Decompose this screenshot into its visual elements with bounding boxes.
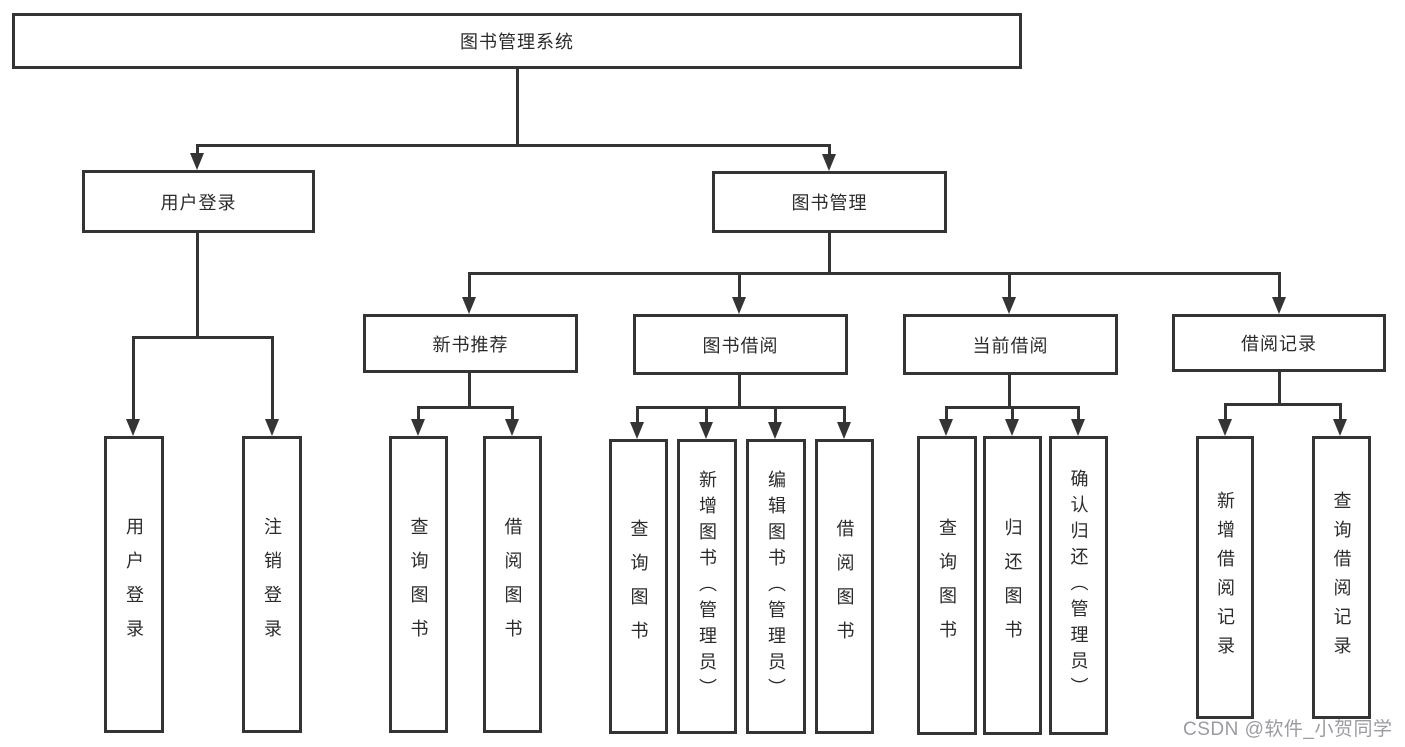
node-label: 用户登录: [124, 516, 144, 653]
node-label: 新增借阅记录: [1215, 490, 1235, 665]
connector-line: [468, 373, 471, 406]
connector-line: [1278, 372, 1281, 403]
node-label: 图书管理: [791, 193, 868, 213]
connector-line: [196, 144, 199, 154]
node-new-book-recommendation: 新书推荐: [363, 314, 578, 373]
connector-line: [1278, 272, 1281, 298]
node-book-borrowing: 图书借阅: [633, 314, 848, 375]
connector-line: [945, 406, 948, 420]
arrow-down-icon: [265, 419, 279, 436]
arrow-down-icon: [837, 422, 851, 439]
connector-line: [1224, 403, 1227, 420]
leaf-query-books-3: 查询图书: [917, 436, 977, 735]
leaf-add-borrow-record: 新增借阅记录: [1196, 436, 1254, 719]
connector-line: [738, 272, 741, 298]
connector-line: [828, 144, 831, 155]
arrow-down-icon: [939, 419, 953, 436]
arrow-down-icon: [1071, 419, 1085, 436]
arrow-down-icon: [1002, 297, 1016, 314]
node-label: 图书借阅: [702, 335, 779, 356]
node-label: 用户登录: [160, 192, 237, 213]
connector-line: [417, 406, 514, 409]
arrow-down-icon: [1333, 419, 1347, 436]
connector-line: [774, 406, 777, 423]
node-label: 编辑图书（管理员）: [766, 469, 786, 704]
leaf-query-books-2: 查询图书: [609, 439, 668, 734]
connector-line: [271, 336, 274, 420]
leaf-query-borrow-record: 查询借阅记录: [1312, 436, 1371, 719]
connector-line: [511, 406, 514, 420]
connector-line: [196, 233, 199, 336]
node-label: 借阅记录: [1241, 334, 1317, 354]
connector-line: [843, 406, 846, 423]
connector-line: [738, 375, 741, 406]
connector-line: [828, 233, 831, 272]
connector-line: [132, 336, 274, 339]
node-book-management: 图书管理: [712, 171, 947, 233]
arrow-down-icon: [732, 297, 746, 314]
arrow-down-icon: [1218, 419, 1232, 436]
node-label: 确认归还（管理员）: [1068, 468, 1089, 703]
leaf-edit-books-admin: 编辑图书（管理员）: [746, 439, 806, 734]
connector-line: [705, 406, 708, 423]
node-label: 借阅图书: [502, 516, 523, 653]
node-label: 新增图书（管理员）: [697, 469, 717, 704]
connector-line: [1008, 375, 1011, 406]
connector-line: [1077, 406, 1080, 420]
node-user-login: 用户登录: [82, 170, 315, 233]
node-label: 查询图书: [408, 516, 429, 653]
node-library-management-system: 图书管理系统: [12, 13, 1022, 69]
node-label: 归还图书: [1002, 517, 1023, 654]
node-label: 图书管理系统: [460, 32, 574, 52]
node-label: 当前借阅: [972, 335, 1049, 356]
arrow-down-icon: [411, 419, 425, 436]
node-label: 新书推荐: [432, 334, 509, 355]
arrow-down-icon: [1005, 419, 1019, 436]
arrow-down-icon: [462, 297, 476, 314]
connector-line: [132, 336, 135, 420]
watermark-text: CSDN @软件_小贺同学: [1183, 719, 1393, 740]
connector-line: [516, 69, 519, 145]
connector-line: [1224, 403, 1342, 406]
arrow-down-icon: [630, 422, 644, 439]
arrow-down-icon: [699, 422, 713, 439]
arrow-down-icon: [768, 422, 782, 439]
arrow-down-icon: [190, 153, 204, 170]
arrow-down-icon: [1272, 297, 1286, 314]
leaf-logout: 注销登录: [242, 436, 302, 733]
connector-line: [636, 406, 639, 423]
arrow-down-icon: [505, 419, 519, 436]
connector-line: [417, 406, 420, 420]
node-label: 查询图书: [628, 518, 649, 655]
connector-line: [468, 272, 1281, 275]
connector-line: [636, 406, 846, 409]
leaf-confirm-return-admin: 确认归还（管理员）: [1049, 436, 1108, 735]
leaf-return-books: 归还图书: [983, 436, 1042, 735]
node-label: 借阅图书: [834, 518, 855, 655]
connector-line: [1008, 272, 1011, 298]
connector-line: [1011, 406, 1014, 420]
leaf-borrow-books-1: 借阅图书: [483, 436, 542, 733]
leaf-user-login: 用户登录: [104, 436, 164, 733]
node-label: 注销登录: [262, 516, 282, 653]
node-borrowing-records: 借阅记录: [1172, 314, 1386, 372]
connector-line: [1339, 403, 1342, 420]
leaf-query-books-1: 查询图书: [389, 436, 448, 733]
node-label: 查询借阅记录: [1331, 490, 1352, 665]
leaf-borrow-books-2: 借阅图书: [815, 439, 874, 734]
arrow-down-icon: [126, 419, 140, 436]
leaf-add-books-admin: 新增图书（管理员）: [677, 439, 737, 734]
node-current-borrowing: 当前借阅: [903, 314, 1118, 375]
arrow-down-icon: [822, 154, 836, 171]
connector-line: [468, 272, 471, 298]
node-label: 查询图书: [937, 517, 957, 654]
connector-line: [196, 144, 831, 147]
